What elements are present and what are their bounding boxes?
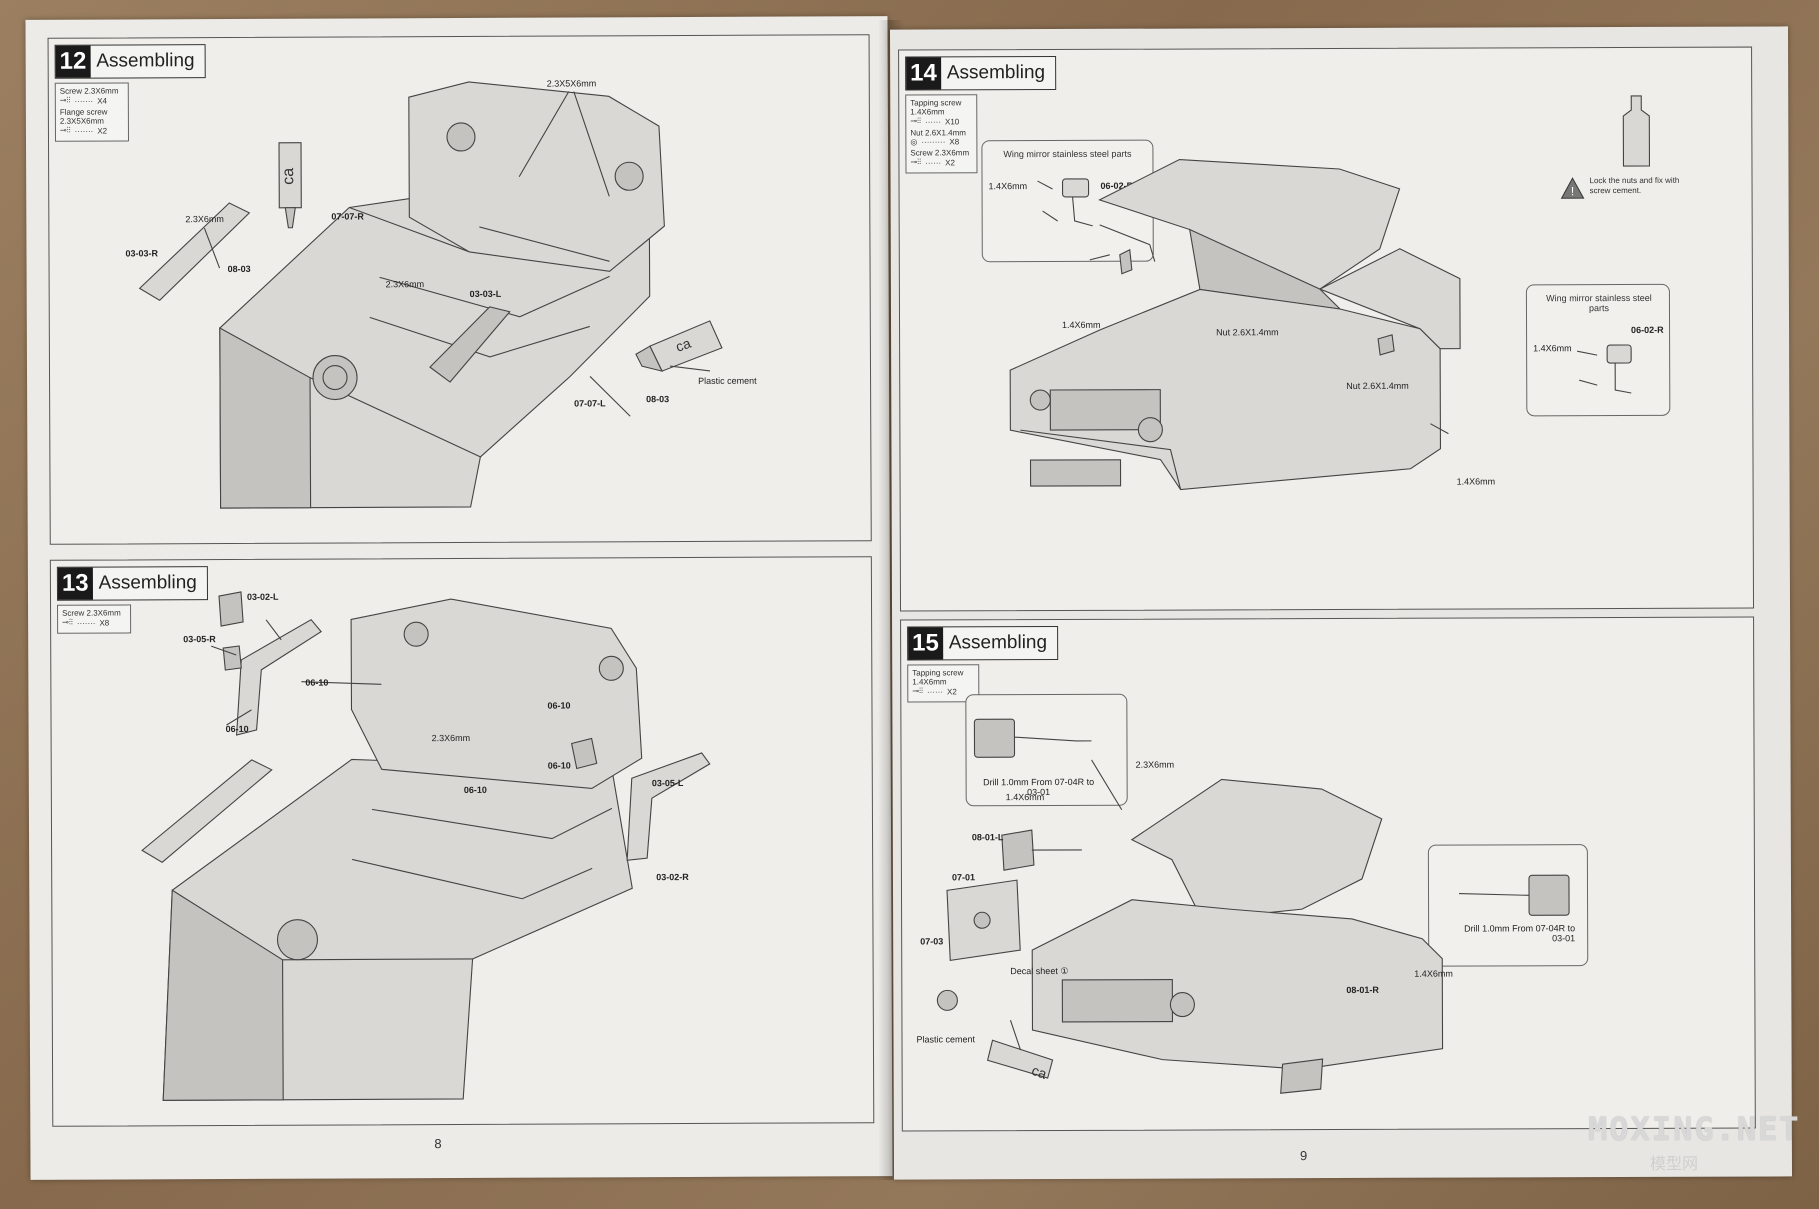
callout-label: 06-10 (547, 760, 571, 771)
callout-label: 2.3X6mm (385, 279, 425, 290)
drill-detail-drawing (1459, 874, 1570, 916)
mirror-parts-drawing (1577, 344, 1632, 394)
callout-label: 03-02-R (656, 872, 689, 883)
manual-page-right: 14 Assembling Tapping screw 1.4X6mm ⊸⫶⫶·… (889, 26, 1793, 1180)
watermark-subtitle: 模型网 (1650, 1156, 1699, 1173)
callout-label: 1.4X6mm (1414, 968, 1453, 979)
watermark: MOXING.NET (1588, 1110, 1801, 1148)
callout-label: 03-05-L (651, 778, 684, 789)
callout-label: 06-10 (547, 700, 571, 711)
step-13-illustration (141, 591, 711, 1101)
callout-label: 03-02-L (246, 591, 279, 602)
step-14-illustration (1009, 159, 1461, 491)
callout-label: 1.4X6mm (1456, 476, 1496, 487)
callout-label: 03-03-R (125, 248, 159, 259)
page-number: 9 (1299, 1148, 1308, 1164)
drill-detail-inset: Drill 1.0mm From 07-04R to 03-01 (965, 693, 1128, 807)
callout-label: Decal sheet ① (1010, 965, 1069, 977)
callout-label: 1.4X6mm (1005, 792, 1045, 803)
tube-label: ca (280, 168, 297, 185)
manual-page-left: 12 Assembling Screw 2.3X6mm ⊸⫶⫶·······X4… (25, 16, 893, 1180)
step-15-illustration: ca (936, 759, 1444, 1094)
svg-text:!: ! (1571, 184, 1574, 198)
drill-detail-inset: Drill 1.0mm From 07-04R to 03-01 (1427, 844, 1589, 967)
callout-label: 08-01-L (971, 832, 1004, 843)
mirror-parts-drawing (1037, 178, 1093, 227)
callout-label: 06-10 (225, 723, 249, 735)
drill-detail-drawing (973, 718, 1092, 758)
tube-label: ca (673, 335, 693, 355)
callout-label: Nut 2.6X1.4mm (1216, 327, 1279, 338)
callout-label: 2.3X6mm (185, 214, 224, 225)
step-15-panel: 15 Assembling Tapping screw 1.4X6mm ⊸⫶⫶·… (900, 616, 1756, 1132)
callout-label: 06-10 (463, 784, 487, 795)
mirror-parts-inset: Wing mirror stainless steel parts 1.4X6m… (1525, 283, 1671, 417)
callout-label: 03-05-R (183, 634, 216, 645)
callout-label: 1.4X6mm (1062, 319, 1101, 330)
callout-label: 07-03 (920, 936, 944, 947)
callout-label: Plastic cement (916, 1034, 976, 1045)
step-13-panel: 13 Assembling Screw 2.3X6mm ⊸⫶⫶·······X8 (49, 556, 875, 1127)
callout-label: 08-03 (646, 394, 670, 405)
callout-label: 2.3X6mm (1135, 759, 1175, 770)
callout-label: 2.3X5X6mm (546, 78, 597, 89)
callout-label: 2.3X6mm (431, 732, 471, 744)
page-number: 8 (434, 1136, 442, 1152)
callout-label: 08-03 (227, 263, 251, 275)
callout-label: Plastic cement (698, 375, 757, 386)
callout-label: 08-01-R (1346, 984, 1379, 995)
callout-label: 06-10 (305, 677, 329, 688)
step-12-illustration: ca ca (138, 81, 723, 509)
step-12-panel: 12 Assembling Screw 2.3X6mm ⊸⫶⫶·······X4… (47, 34, 872, 545)
callout-label: 03-03-L (469, 288, 502, 299)
callout-label: 07-01 (951, 872, 976, 883)
callout-label: 07-07-L (574, 398, 606, 409)
callout-label: Nut 2.6X1.4mm (1346, 380, 1409, 391)
mirror-parts-inset: Wing mirror stainless steel parts 1.4X6m… (981, 139, 1154, 263)
step-14-panel: 14 Assembling Tapping screw 1.4X6mm ⊸⫶⫶·… (898, 46, 1755, 612)
callout-label: 07-07-R (331, 211, 364, 222)
tube-label: ca (1030, 1062, 1050, 1082)
warning-icon: ! (1560, 177, 1585, 199)
screw-cement-bottle (1622, 95, 1651, 167)
